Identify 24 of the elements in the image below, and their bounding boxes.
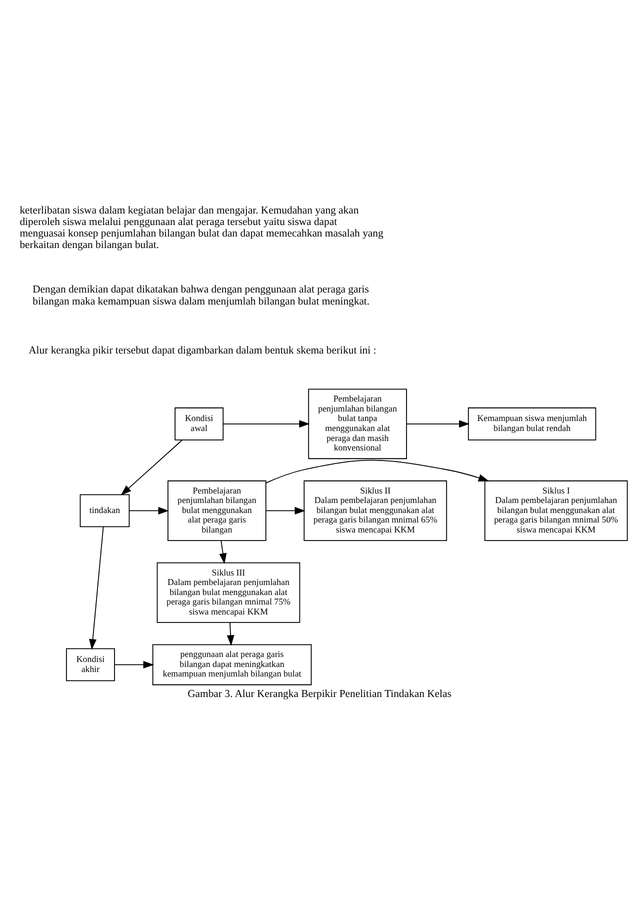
label: Dengan demikian dapat dikatakan bahwa dengan penggunaan alat peraga garis bilangan maka kemampuan siswa dalam menjumlah bilangan bulat meningkat.	[32, 284, 370, 308]
caption: Gambar 3. Alur Kerangka Berpikir Penelitian Tindakan Kelas	[188, 688, 452, 700]
arrow	[120, 440, 183, 496]
node-box: Siklus I Dalam pembelajaran penjumlahan bilangan bulat menggunakan alat peraga garis bilangan mnimal 50% siswa mencapai KKM	[484, 480, 628, 541]
arrow	[266, 506, 306, 514]
node-box: Pembelajaran penjumlahan bilangan bulat menggunakan alat peraga garis bilangan	[168, 480, 266, 541]
node-box: Kondisi akhir	[66, 648, 115, 682]
arrow	[406, 420, 470, 428]
node-box: Siklus III Dalam pembelajaran penjumlahan bilangan bulat menggunakan alat peraga garis bilangan mnimal 75% siswa mencapai KKM	[156, 562, 300, 623]
node-box: Kondisi awal	[174, 407, 224, 440]
arrow	[226, 622, 234, 646]
arrow	[114, 660, 154, 668]
arrow	[266, 460, 490, 484]
label: Alur kerangka pikir tersebut dapat digambarkan dalam bentuk skema berikut ini :	[28, 344, 376, 357]
arrow	[89, 526, 104, 650]
arrow	[222, 420, 310, 428]
arrow	[219, 540, 227, 564]
node-box: tindakan	[80, 494, 130, 528]
label: keterlibatan siswa dalam kegiatan belajar dan mengajar. Kemudahan yang akan diperoleh siswa melalui penggunaan alat peraga tersebut yaitu siswa dapat menguasai konsep penjumlahan bilangan bulat dan dapat memecahkan masalah yang berkaitan dengan bilangan bulat.	[20, 204, 384, 252]
node-box: Siklus II Dalam pembelajaran penjumlahan bilangan bulat menggunakan alat peraga garis bilangan mnimal 65% siswa mencapai KKM	[304, 480, 448, 541]
node-box: penggunaan alat peraga garis bilangan dapat meningkatkan kemampuan menjumlah bilangan bulat	[152, 644, 312, 686]
arrow	[128, 506, 169, 514]
node-box: Kemampuan siswa menjumlah bilangan bulat rendah	[468, 407, 596, 440]
node-box: Pembelajaran penjumlahan bilangan bulat tanpa menggunakan alat peraga dan masih konvensional	[308, 388, 407, 460]
